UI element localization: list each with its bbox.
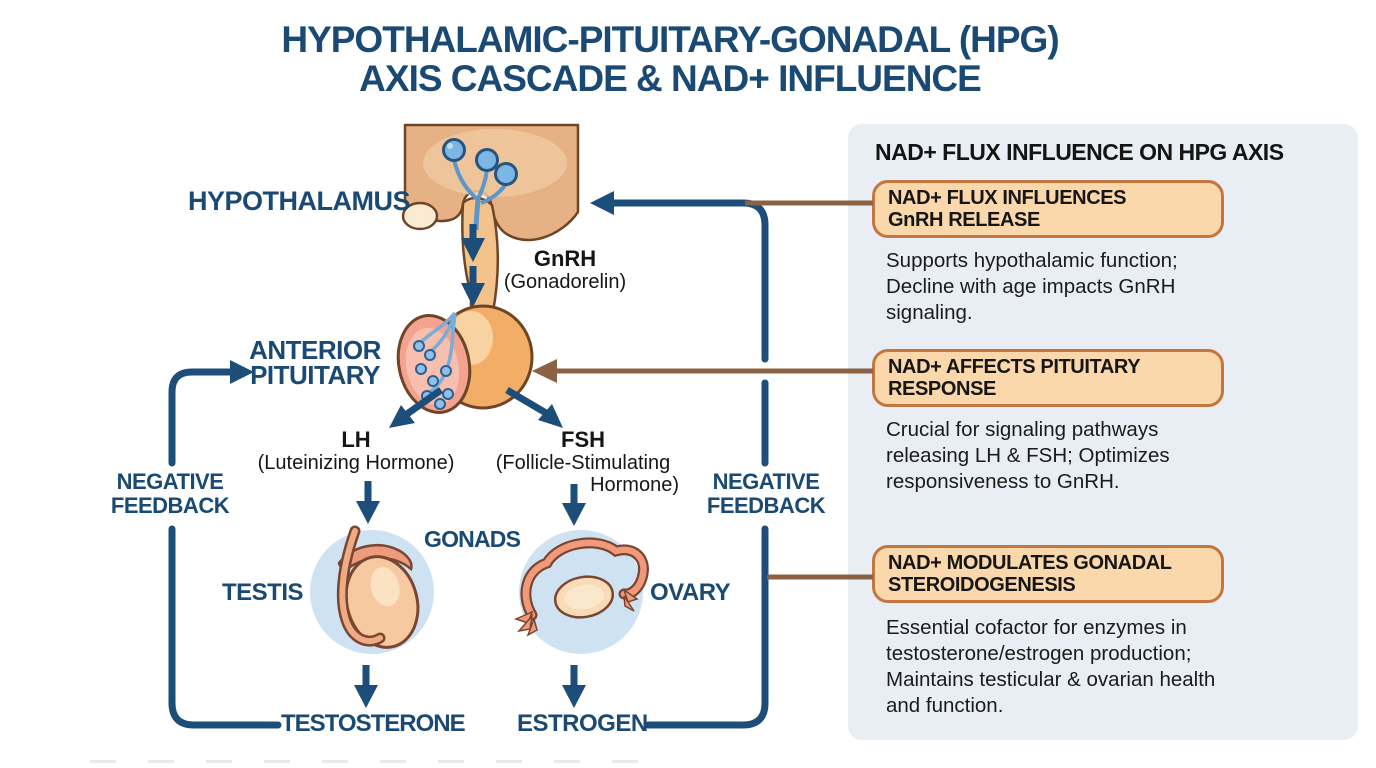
fsh-label: FSH — [561, 427, 605, 452]
anterior-pituitary-label: ANTERIOR PITUITARY — [240, 335, 390, 390]
negative-feedback-right-label: NEGATIVE FEEDBACK — [691, 470, 841, 517]
page-title: HYPOTHALAMIC-PITUITARY-GONADAL (HPG) AXI… — [170, 20, 1170, 98]
card-steroidogenesis-title-line1: NAD+ MODULATES GONADAL — [888, 552, 1172, 574]
card-pituitary-title-line2: RESPONSE — [888, 378, 996, 400]
card-pituitary-body: Crucial for signaling pathways releasing… — [886, 418, 1170, 493]
card-gnrh-title-line2: GnRH RELEASE — [888, 209, 1040, 231]
negative-feedback-right-line2: FEEDBACK — [706, 492, 826, 518]
card-gnrh-release: NAD+ FLUX INFLUENCES GnRH RELEASE — [872, 180, 1224, 238]
negative-feedback-right-line1: NEGATIVE — [712, 469, 820, 494]
lh-sublabel: (Luteinizing Hormone) — [257, 452, 455, 474]
negative-feedback-left-line1: NEGATIVE — [116, 469, 224, 494]
fsh-label-block: FSH (Follicle-Stimulating Hormone) — [487, 427, 679, 497]
ovary-label: OVARY — [650, 579, 731, 606]
nad-influence-panel: NAD+ FLUX INFLUENCE ON HPG AXIS NAD+ FLU… — [848, 124, 1358, 740]
card-gnrh-body: Supports hypothalamic function; Decline … — [886, 249, 1178, 324]
lh-label: LH — [341, 427, 371, 452]
panel-heading: NAD+ FLUX INFLUENCE ON HPG AXIS — [875, 139, 1284, 165]
gnrh-label-block: GnRH (Gonadorelin) — [498, 246, 632, 294]
bottom-edge-artifact — [90, 760, 650, 763]
card-pituitary-response: NAD+ AFFECTS PITUITARY RESPONSE — [872, 349, 1224, 407]
card-steroidogenesis-title-line2: STEROIDOGENESIS — [888, 574, 1076, 596]
negative-feedback-left-label: NEGATIVE FEEDBACK — [95, 470, 245, 517]
fsh-branch-arrow — [505, 386, 548, 417]
neuron-highlight — [447, 143, 453, 149]
negative-feedback-left-line2: FEEDBACK — [110, 492, 230, 518]
card-steroidogenesis: NAD+ MODULATES GONADAL STEROIDOGENESIS — [872, 545, 1224, 603]
card-pituitary-title-line1: NAD+ AFFECTS PITUITARY — [888, 356, 1141, 378]
page-title-line2: AXIS CASCADE & NAD+ INFLUENCE — [359, 58, 982, 99]
testis-illustration — [310, 525, 434, 654]
negative-feedback-left-loop — [168, 360, 282, 729]
card-gnrh-title-line1: NAD+ FLUX INFLUENCES — [888, 187, 1127, 209]
fimbriae — [513, 588, 639, 637]
lh-branch-arrow — [404, 387, 444, 417]
anterior-pituitary-line1: ANTERIOR — [249, 335, 381, 365]
gonads-label: GONADS — [424, 526, 521, 552]
page-title-line1: HYPOTHALAMIC-PITUITARY-GONADAL (HPG) — [281, 19, 1059, 60]
fsh-sublabel-line1: (Follicle-Stimulating — [495, 452, 671, 474]
testosterone-label: TESTOSTERONE — [281, 710, 466, 737]
estrogen-label: ESTROGEN — [517, 710, 648, 737]
testis-label: TESTIS — [222, 579, 304, 606]
anterior-pituitary-line2: PITUITARY — [250, 360, 380, 390]
ovary-illustration — [513, 530, 649, 654]
hypothalamus-label: HYPOTHALAMUS — [188, 186, 411, 216]
pituitary-connector-arrowhead — [532, 359, 557, 383]
fsh-sublabel-line2: Hormone) — [590, 474, 679, 496]
card-steroidogenesis-body: Essential cofactor for enzymes in testos… — [886, 616, 1216, 717]
lh-label-block: LH (Luteinizing Hormone) — [252, 427, 460, 475]
gnrh-label: GnRH — [533, 246, 597, 271]
gnrh-sublabel: (Gonadorelin) — [503, 271, 627, 293]
